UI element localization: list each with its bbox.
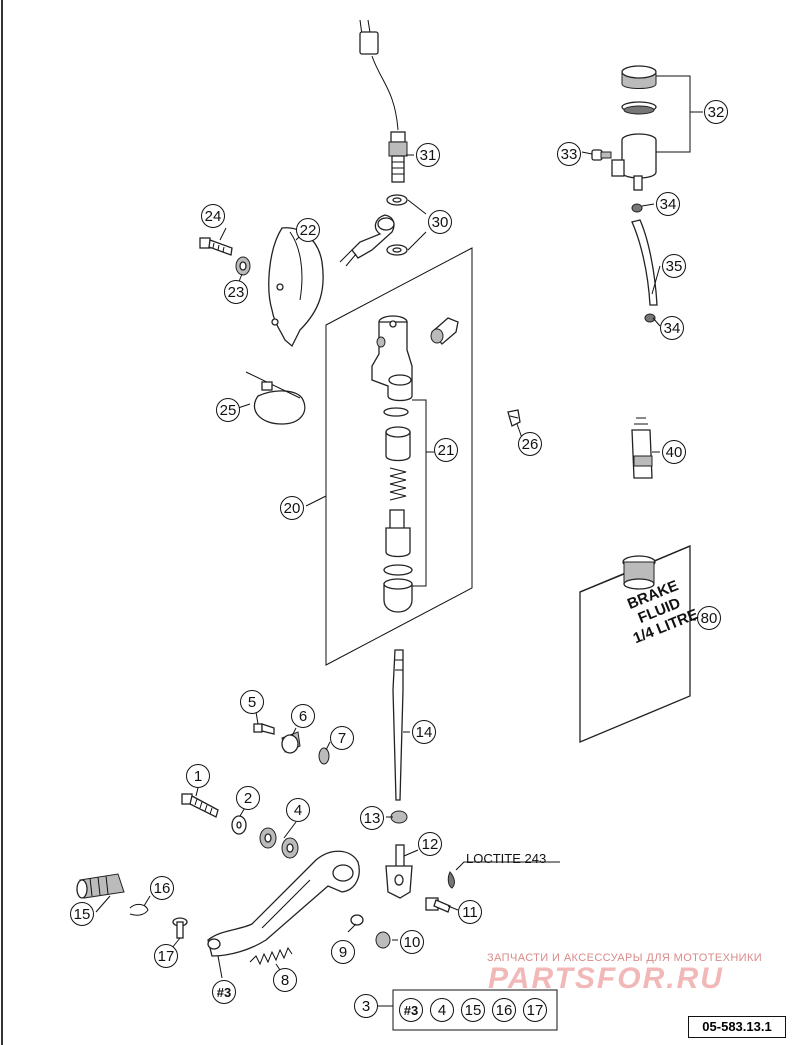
callout-25: 25 [216, 398, 240, 422]
callout-13: 13 [360, 806, 384, 830]
callout-20: 20 [280, 496, 304, 520]
watermark-logo: PARTSFOR.RU [488, 962, 724, 995]
callout-9: 9 [331, 940, 355, 964]
bearings-4 [259, 827, 299, 859]
washer-2 [231, 815, 247, 835]
brake-pedal [207, 850, 360, 957]
bolt-11 [425, 897, 451, 913]
callout-33: 33 [557, 142, 581, 166]
spring-8 [249, 946, 293, 966]
callout-6: 6 [291, 704, 315, 728]
pivot-bolt-1 [181, 793, 219, 818]
master-cylinder [371, 315, 413, 402]
nut-10 [375, 931, 391, 949]
callout-80: 80 [697, 606, 721, 630]
callout-40: 40 [662, 440, 686, 464]
grease-tube [631, 417, 653, 479]
callout-16: 16 [150, 876, 174, 900]
nut-13 [390, 810, 408, 824]
master-cylinder-frame [325, 247, 473, 666]
watermark-subtitle: ЗАПЧАСТИ И АКСЕССУАРЫ ДЛЯ МОТОТЕХНИКИ [487, 952, 763, 964]
kit-item-17: 17 [523, 998, 547, 1022]
repair-kit-parts [383, 399, 434, 613]
reference-code: 05-583.13.1 [688, 1016, 786, 1038]
callout-32: 32 [704, 100, 728, 124]
bushing-6 [281, 731, 301, 754]
callout-11: 11 [458, 900, 482, 924]
callout-34: 34 [656, 192, 680, 216]
callout-24: 24 [201, 204, 225, 228]
shield-nut [235, 256, 251, 276]
nut-7 [318, 747, 330, 765]
callout-17: 17 [154, 944, 178, 968]
kit-box-frame [375, 989, 558, 1031]
hose-clip [507, 409, 521, 427]
hose-elbow [430, 317, 459, 345]
callout-26: 26 [518, 432, 542, 456]
brake-light-switch [359, 19, 408, 183]
callout-23: 23 [224, 280, 248, 304]
loctite-drop [447, 871, 455, 889]
washer-9 [350, 914, 364, 926]
spring-clip-16 [129, 903, 149, 916]
kit-item-ref-3: #3 [399, 998, 423, 1022]
callout-ref-3: #3 [212, 980, 236, 1004]
callout-31: 31 [416, 143, 440, 167]
callout-10: 10 [400, 930, 424, 954]
callout-3: 3 [354, 994, 378, 1018]
callout-8: 8 [273, 968, 297, 992]
callout-30: 30 [428, 210, 452, 234]
callout-12: 12 [418, 832, 442, 856]
callout-15: 15 [70, 902, 94, 926]
kit-item-15: 15 [461, 998, 485, 1022]
pedal-tip-15 [76, 873, 125, 899]
callout-21: 21 [434, 438, 458, 462]
brake-fluid-reservoir [611, 65, 703, 191]
callout-4: 4 [286, 798, 310, 822]
reservoir-screw [591, 149, 612, 161]
callout-5: 5 [240, 690, 264, 714]
pivot-bolt-5 [253, 723, 275, 735]
push-rod [392, 649, 404, 801]
brake-fluid-can [579, 545, 691, 743]
loctite-label: LOCTITE 243 [466, 851, 547, 866]
callout-2: 2 [236, 786, 260, 810]
reference-code-text: 05-583.13.1 [702, 1019, 772, 1034]
clevis-12 [385, 844, 413, 899]
spring [389, 467, 407, 501]
callout-22: 22 [296, 218, 320, 242]
kit-item-4: 4 [430, 998, 454, 1022]
banjo-bolt-washers [339, 194, 408, 267]
cable-tie [245, 371, 306, 425]
callout-35: 35 [662, 254, 686, 278]
pin-17 [172, 917, 188, 939]
callout-7: 7 [330, 726, 354, 750]
callout-1: 1 [186, 764, 210, 788]
callout-14: 14 [412, 720, 436, 744]
heat-shield [268, 227, 324, 348]
reservoir-hose [631, 203, 658, 323]
callout-34: 34 [660, 316, 684, 340]
kit-item-16: 16 [492, 998, 516, 1022]
shield-bolt [199, 237, 233, 256]
